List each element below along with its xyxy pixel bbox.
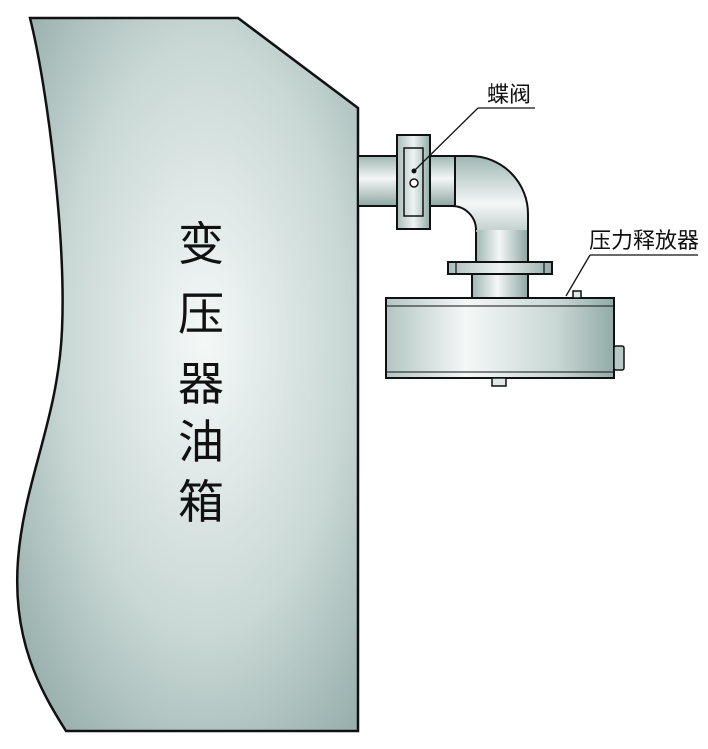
side-switch-box: [613, 345, 625, 371]
valve-callout: 蝶阀: [413, 83, 535, 172]
bottom-nut: [491, 377, 507, 387]
tank-label-char: 器: [178, 357, 224, 411]
relief-callout: 压力释放器: [565, 229, 699, 297]
relief-device-label: 压力释放器: [589, 229, 699, 254]
valve-label: 蝶阀: [487, 83, 531, 108]
transformer-tank: [15, 16, 360, 733]
horizontal-pipe-outlet: [427, 155, 457, 207]
relief-device-neck: [471, 273, 529, 299]
horizontal-pipe: [357, 155, 401, 207]
pressure-relief-device: [385, 290, 625, 387]
butterfly-valve: [396, 134, 431, 230]
tank-label-char: 压: [178, 287, 224, 341]
vertical-pipe: [476, 230, 528, 262]
tank-label-char: 变: [178, 217, 224, 271]
tank-label-char: 油: [178, 415, 224, 469]
valve-indicator-hole: [409, 178, 419, 188]
tank-label-char: 箱: [178, 475, 224, 529]
tank-label: 变 压 器 油 箱: [178, 217, 224, 529]
lower-flange: [447, 261, 553, 275]
top-pin: [572, 290, 582, 299]
